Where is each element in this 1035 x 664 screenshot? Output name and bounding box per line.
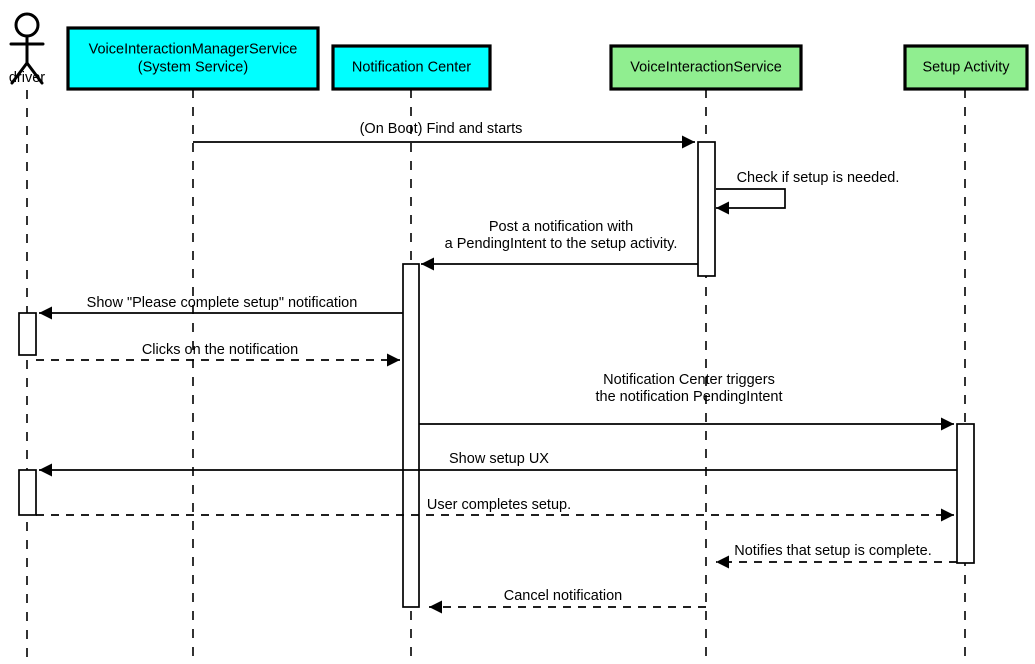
message-arrowhead-m5 — [387, 353, 400, 367]
message-arrowhead-m4 — [39, 306, 52, 320]
message-m8[interactable]: User completes setup. — [36, 497, 954, 522]
message-label-m7: Show setup UX — [449, 451, 549, 467]
message-m10[interactable]: Cancel notification — [429, 588, 706, 614]
message-label-m10: Cancel notification — [504, 588, 623, 604]
message-arrowhead-m8 — [941, 508, 954, 522]
message-arrowhead-m7 — [39, 463, 52, 477]
activation-bar-vis — [697, 141, 716, 277]
message-line-m2 — [716, 188, 786, 209]
participant-box-vims[interactable] — [66, 26, 320, 91]
actor-head-icon — [14, 12, 40, 38]
message-m7[interactable]: Show setup UX — [39, 451, 957, 477]
participant-box-setup_activity[interactable] — [903, 44, 1029, 91]
participant-label-driver: driver — [9, 70, 45, 86]
message-label-m6: the notification PendingIntent — [595, 389, 782, 405]
participant-box-notification_center[interactable] — [331, 44, 492, 91]
actor-right-leg-icon — [25, 61, 44, 85]
participant-label-setup_activity: Setup Activity — [922, 59, 1010, 75]
activation-bar-setup_activity — [956, 423, 975, 564]
message-label-m2: Check if setup is needed. — [737, 170, 900, 186]
message-m5[interactable]: Clicks on the notification — [36, 342, 400, 367]
activation-bar-notification_center — [402, 263, 420, 608]
message-arrowhead-m1 — [682, 135, 695, 149]
participant-vims[interactable]: VoiceInteractionManagerService (System Se… — [66, 26, 320, 91]
participant-driver[interactable]: driver — [9, 12, 45, 86]
message-label-m3: a PendingIntent to the setup activity. — [445, 236, 678, 252]
message-label-m3: Post a notification with — [489, 219, 633, 235]
participant-label-vims: VoiceInteractionManagerService — [89, 41, 298, 57]
message-label-m4: Show "Please complete setup" notificatio… — [87, 295, 358, 311]
participant-label-notification_center: Notification Center — [352, 59, 471, 75]
participant-box-vis[interactable] — [609, 44, 803, 91]
message-arrowhead-m2 — [716, 201, 729, 215]
participant-setup_activity[interactable]: Setup Activity — [903, 44, 1029, 91]
participants-layer: driver VoiceInteractionManagerService (Sys… — [9, 12, 1029, 91]
message-label-m6: Notification Center triggers — [603, 372, 775, 388]
participant-vis[interactable]: VoiceInteractionService — [609, 44, 803, 91]
message-label-m8: User completes setup. — [427, 497, 571, 513]
message-label-m5: Clicks on the notification — [142, 342, 298, 358]
participant-label-vims: (System Service) — [138, 59, 248, 75]
message-m2[interactable]: Check if setup is needed. — [716, 170, 899, 215]
activation-bar-driver — [18, 312, 37, 356]
message-m1[interactable]: (On Boot) Find and starts — [193, 121, 695, 149]
message-arrowhead-m3 — [421, 257, 434, 271]
activations-layer — [18, 141, 975, 608]
activation-bar-driver — [18, 469, 37, 516]
actor-left-leg-icon — [10, 61, 29, 85]
message-arrowhead-m9 — [716, 555, 729, 569]
message-arrowhead-m6 — [941, 417, 954, 431]
participant-notification_center[interactable]: Notification Center — [331, 44, 492, 91]
message-m9[interactable]: Notifies that setup is complete. — [716, 543, 957, 569]
participant-label-vis: VoiceInteractionService — [630, 59, 782, 75]
message-label-m9: Notifies that setup is complete. — [734, 543, 931, 559]
message-arrowhead-m10 — [429, 600, 442, 614]
message-label-m1: (On Boot) Find and starts — [360, 121, 523, 137]
message-m4[interactable]: Show "Please complete setup" notificatio… — [39, 295, 403, 320]
